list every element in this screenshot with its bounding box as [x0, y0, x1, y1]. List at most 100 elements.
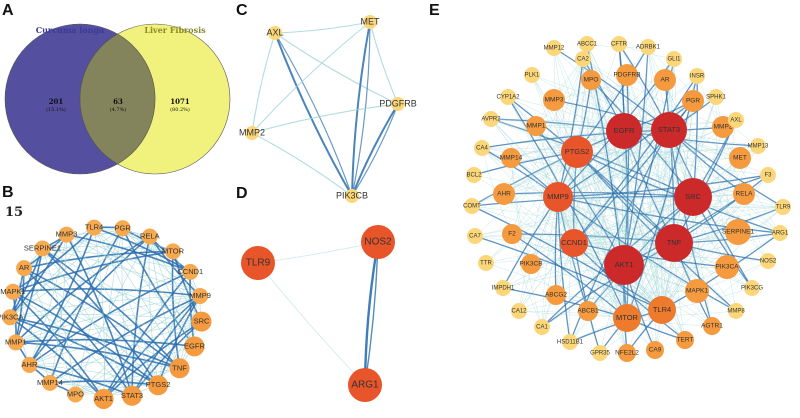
node-label-B-mmp14: MMP14 — [37, 378, 63, 387]
node-E-comt — [464, 198, 480, 214]
network-edge — [93, 227, 195, 347]
node-B-serpine1 — [34, 240, 51, 257]
network-edge — [351, 103, 399, 197]
node-label-B-tlr4: TLR4 — [85, 223, 103, 232]
node-label-E-mpo: MPO — [584, 77, 599, 84]
network-edge — [274, 21, 371, 34]
network-edge — [274, 32, 353, 197]
node-label-E-ttr: TTR — [480, 261, 492, 267]
network-edge — [274, 32, 353, 197]
node-label-E-insr: INSR — [690, 74, 705, 80]
network-edge — [503, 193, 656, 351]
node-label-E-tlr4: TLR4 — [653, 305, 671, 314]
network-edge — [12, 291, 159, 386]
network-edge — [28, 235, 151, 366]
node-B-rela — [141, 228, 158, 245]
node-label-E-cftr: CFTR — [611, 42, 628, 48]
venn-right-title: Liver Fibrosis — [144, 25, 206, 35]
node-label-B-mtor: MTOR — [162, 246, 185, 255]
node-E-ttr — [478, 255, 494, 271]
network-edge — [510, 157, 663, 311]
node-E-nfe2l2 — [618, 344, 636, 362]
node-E-gpr35 — [592, 345, 608, 361]
node-label-E-avpr2: AVPR2 — [481, 117, 501, 123]
network-b: PGRRELAMTORCCND1MMP9SRCEGFRTNFPTGS2STAT3… — [0, 219, 212, 409]
node-label-E-hsd11b1: HSD11B1 — [557, 340, 584, 346]
node-B-mmp14 — [41, 374, 58, 391]
node-label-C-axl: AXL — [266, 27, 283, 37]
node-E-tlr4 — [648, 296, 676, 324]
node-label-B-ar: AR — [19, 263, 30, 272]
panel-b-corner-label: 15 — [5, 205, 23, 220]
network-edge — [557, 174, 769, 198]
network-edge — [23, 267, 76, 395]
node-label-E-ca4: CA4 — [476, 146, 488, 152]
node-label-E-met: MET — [733, 155, 747, 162]
node-label-E-mtor: MTOR — [616, 313, 639, 322]
network-edge — [42, 247, 181, 369]
network-edge — [157, 271, 191, 386]
node-C-pdgfrb — [391, 97, 405, 111]
node-E-pdgfrb — [616, 64, 638, 86]
node-B-ptgs2 — [148, 375, 169, 396]
network-edge — [557, 196, 737, 312]
network-edge — [590, 79, 628, 319]
node-B-tnf — [169, 358, 190, 379]
node-label-E-ca12: CA12 — [511, 309, 527, 315]
node-E-agtr1 — [703, 317, 721, 335]
node-E-nos2 — [760, 253, 776, 269]
network-edge — [503, 157, 741, 195]
venn-left-pct: (15.1%) — [46, 106, 66, 113]
node-E-abcb1 — [578, 301, 598, 321]
node-label-B-mmp9: MMP9 — [189, 291, 211, 300]
node-C-mmp2 — [245, 126, 259, 140]
node-label-B-egfr: EGFR — [184, 341, 205, 350]
network-edge — [131, 295, 201, 397]
network-edge — [9, 234, 68, 318]
node-E-impdh1 — [495, 280, 511, 296]
node-E-mpo — [581, 70, 601, 90]
node-E-sphk1 — [708, 89, 724, 105]
venn-left-count: 201 — [49, 97, 64, 106]
node-B-akt1 — [93, 388, 114, 409]
network-edge — [29, 364, 159, 386]
node-B-mmp9 — [192, 287, 209, 304]
node-label-E-ccnd1: CCND1 — [561, 238, 587, 247]
network-edge — [553, 99, 663, 311]
node-E-pik3cg — [744, 280, 760, 296]
network-edge — [23, 267, 159, 386]
node-label-E-akt1: AKT1 — [615, 260, 634, 269]
network-edge — [364, 241, 379, 386]
node-E-pik3ca — [715, 255, 739, 279]
node-E-abcg2 — [546, 285, 566, 305]
venn-overlap-count: 63 — [113, 97, 123, 106]
node-label-B-tnf: TNF — [172, 363, 187, 372]
network-edge — [626, 74, 728, 268]
network-edge — [12, 291, 133, 397]
node-E-ca7 — [467, 228, 483, 244]
node-label-E-mmp8: MMP8 — [727, 309, 745, 315]
network-edge — [510, 129, 670, 159]
node-label-E-gli1: GLI1 — [667, 57, 681, 63]
node-B-ccnd1 — [182, 263, 199, 280]
node-label-E-pdgfrb: PDGFRB — [613, 72, 640, 79]
venn-right-pct: (80.2%) — [170, 106, 190, 113]
network-edge — [351, 103, 399, 197]
node-E-ptgs2 — [561, 136, 593, 168]
network-edge — [257, 262, 366, 386]
network-edge — [518, 58, 584, 312]
network-edge — [623, 130, 784, 208]
node-E-ca9 — [646, 341, 664, 359]
network-edge — [29, 364, 133, 397]
node-label-B-mpo: MPO — [67, 390, 84, 399]
node-E-akt1 — [604, 245, 644, 285]
node-label-E-nos2: NOS2 — [760, 259, 777, 265]
network-edge — [251, 103, 399, 134]
network-edge — [668, 129, 753, 289]
network-edge — [626, 287, 753, 319]
node-label-E-gpr35: GPR35 — [590, 351, 610, 357]
node-C-pik3cb — [345, 189, 359, 203]
